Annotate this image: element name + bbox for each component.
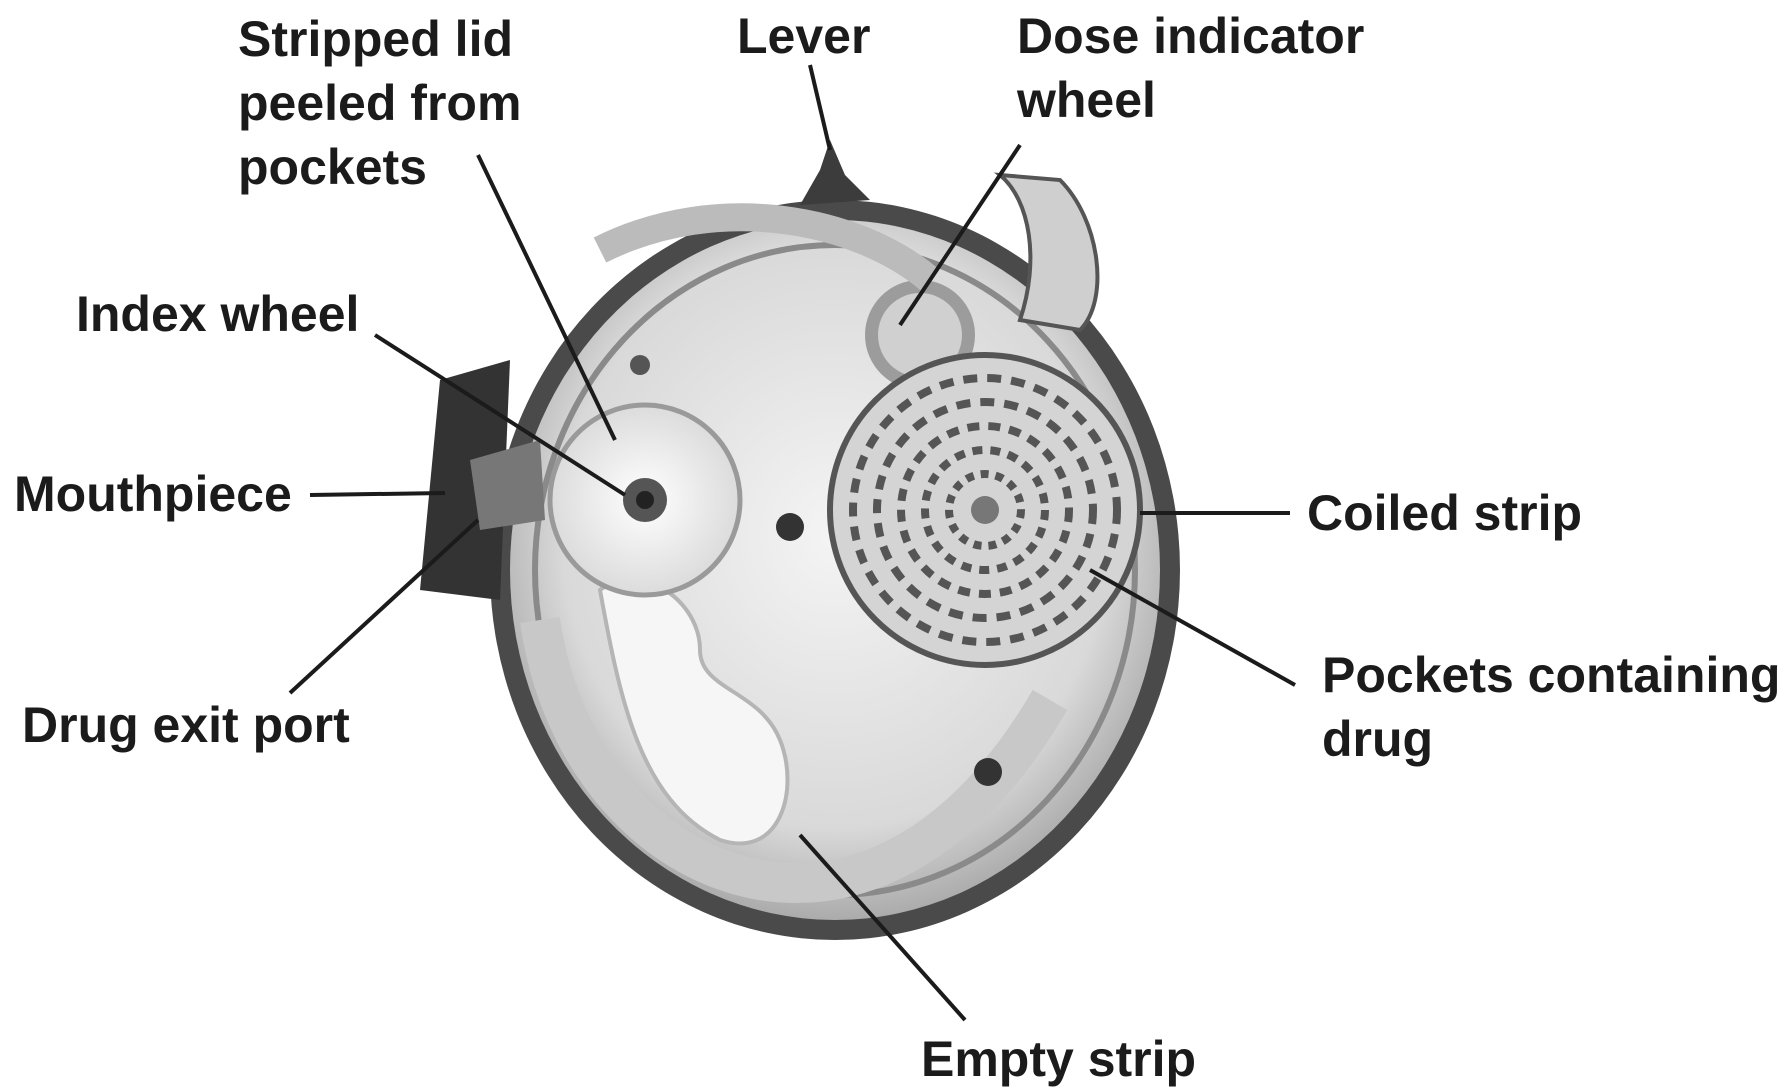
label-drug-exit-port: Drug exit port — [22, 693, 350, 757]
leader-line-lever — [810, 65, 830, 150]
housing-hole — [974, 758, 1002, 786]
label-coiled-strip: Coiled strip — [1307, 481, 1582, 545]
coiled-strip-part — [830, 355, 1140, 665]
label-mouthpiece: Mouthpiece — [14, 462, 292, 526]
leader-line-drug-exit-port — [290, 520, 478, 693]
label-stripped-lid: Stripped lid peeled from pockets — [238, 7, 521, 199]
label-empty-strip: Empty strip — [921, 1027, 1196, 1091]
label-dose-indicator-wheel: Dose indicator wheel — [1017, 4, 1364, 132]
label-lever: Lever — [737, 4, 870, 68]
lever-part — [800, 140, 870, 205]
leader-line-mouthpiece — [310, 493, 445, 495]
label-pockets-containing-drug: Pockets containing drug — [1322, 643, 1780, 771]
index-wheel-part — [550, 405, 740, 595]
housing-hole — [630, 355, 650, 375]
label-index-wheel: Index wheel — [76, 282, 359, 346]
housing-hole — [776, 513, 804, 541]
